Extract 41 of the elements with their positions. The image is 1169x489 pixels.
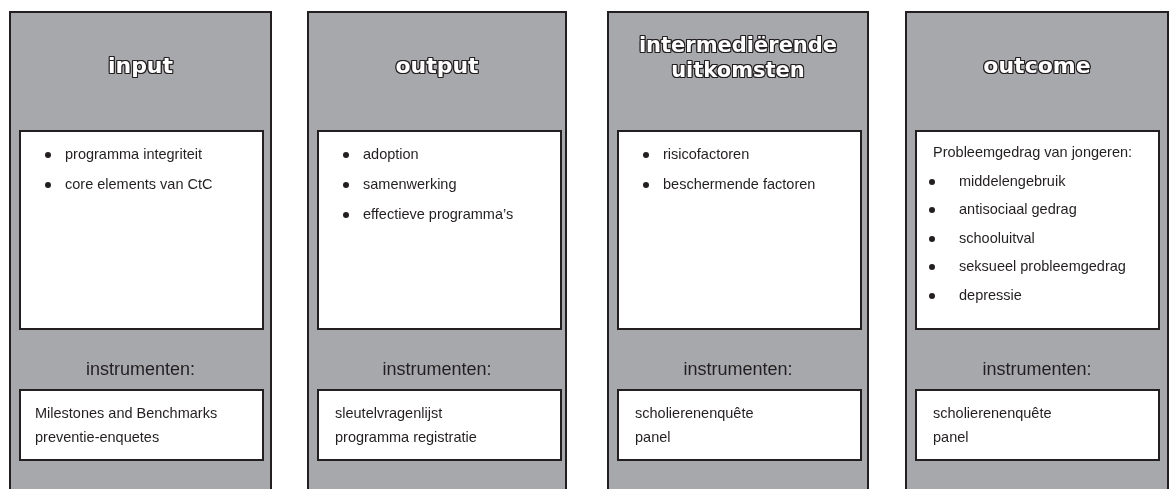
list-item: middelengebruik (959, 172, 1066, 189)
list-item: antisociaal gedrag (959, 201, 1077, 217)
instrument-name: preventie-enquetes (35, 429, 160, 445)
list-item: seksueel probleemgedrag (959, 258, 1126, 274)
section-heading: instrumenten: (84, 359, 197, 380)
section-heading: instrumenten: (682, 359, 794, 380)
section-heading: instrumenten: (981, 359, 1093, 380)
column-heading: intermediërende uitkomsten (637, 33, 839, 84)
instrument-box (915, 389, 1160, 461)
list-item: depressie (959, 286, 1022, 303)
column-heading: output (394, 53, 480, 80)
instrument-name: panel (635, 429, 671, 445)
list-intro: Probleemgedrag van jongeren: (933, 144, 1133, 160)
column-panel (9, 11, 272, 489)
column-panel (607, 11, 869, 489)
content-box (317, 130, 562, 330)
list-item: risicofactoren (663, 146, 750, 162)
instrument-name: scholierenenquête (635, 405, 754, 421)
column-heading: input (106, 53, 175, 80)
instrument-name: panel (933, 429, 969, 445)
column-panel (905, 11, 1169, 489)
content-box (19, 130, 264, 330)
list-item: programma integriteit (65, 146, 202, 162)
list-item: samenwerking (363, 176, 457, 192)
instrument-box (19, 389, 264, 461)
column-heading: outcome (982, 53, 1092, 80)
instrument-name: scholierenenquête (933, 405, 1052, 421)
instrument-name: Milestones and Benchmarks (35, 405, 218, 421)
instrument-name: programma registratie (335, 429, 477, 445)
column-panel (307, 11, 567, 489)
list-item: effectieve programma’s (363, 206, 514, 222)
list-item: adoption (363, 146, 419, 162)
instrument-box (317, 389, 562, 461)
list-item: core elements van CtC (65, 176, 213, 192)
section-heading: instrumenten: (381, 359, 493, 380)
content-box (617, 130, 862, 330)
list-item: beschermende factoren (663, 176, 816, 192)
content-box (915, 130, 1160, 330)
instrument-name: sleutelvragenlijst (335, 405, 443, 421)
instrument-box (617, 389, 862, 461)
list-item: schooluitval (959, 229, 1035, 246)
